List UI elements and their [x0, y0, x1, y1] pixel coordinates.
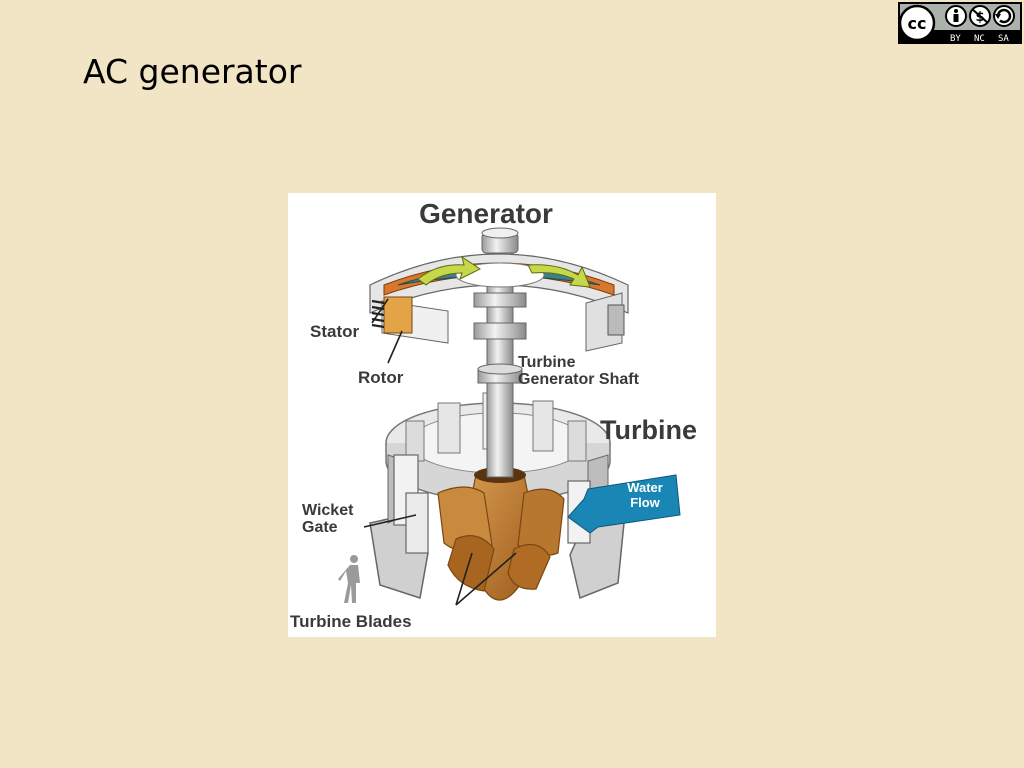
water-flow-label-line2: Flow [630, 495, 660, 510]
leader-lines [363, 298, 517, 606]
noncommercial-icon: $ [969, 5, 991, 27]
generator-illustration: Generator [290, 198, 697, 631]
turbine-blades-label: Turbine Blades [290, 612, 412, 631]
license-label-nc: NC [974, 34, 985, 44]
water-flow-arrow: Water Flow [567, 474, 681, 534]
license-label-by: BY [950, 34, 961, 44]
rotor-label: Rotor [358, 368, 404, 387]
wicket-gate-label-line2: Gate [302, 519, 338, 536]
shaft-label-line2: Generator Shaft [518, 371, 640, 388]
turbine-generator-shaft [473, 227, 527, 478]
page-title: AC generator [83, 52, 302, 91]
turbine-blades [437, 467, 565, 601]
svg-text:cc: cc [908, 14, 927, 33]
person-scale-icon [338, 555, 360, 603]
creative-commons-icon: cc [898, 4, 936, 42]
svg-text:$: $ [975, 10, 984, 25]
stator-label: Stator [310, 322, 360, 341]
diagram-heading: Generator [419, 198, 553, 229]
generator-diagram: Generator [288, 193, 716, 637]
rotation-arrow-icon [417, 255, 591, 288]
cc-license-badge: cc $ BY NC SA [898, 2, 1022, 44]
shaft-label-line1: Turbine [518, 354, 576, 371]
turbine-label: Turbine [600, 415, 697, 445]
attribution-icon [945, 5, 967, 27]
water-flow-label-line1: Water [627, 480, 663, 495]
sharealike-icon [993, 5, 1015, 27]
wicket-gate-label-line1: Wicket [302, 502, 354, 519]
license-label-sa: SA [998, 34, 1009, 44]
